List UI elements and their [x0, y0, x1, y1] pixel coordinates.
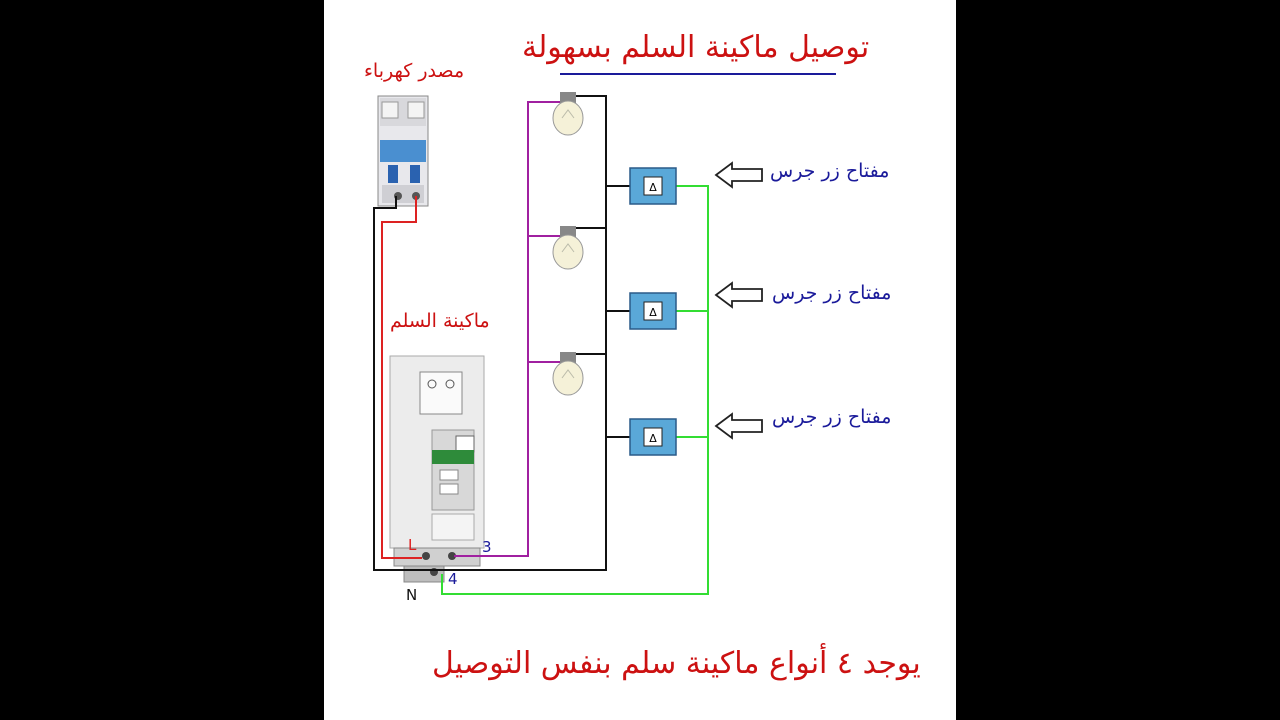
power-source-label: مصدر كهرباء — [364, 60, 465, 82]
bell-switch-2: Δ — [629, 292, 677, 330]
switch-symbol-3: Δ — [649, 432, 657, 445]
diagram-canvas: Δ Δ Δ توصيل ماكينة السلم بسهولة مصدر كهر… — [324, 0, 956, 720]
bell-switch-label-1: مفتاح زر جرس — [770, 160, 890, 182]
terminal-4-label: 4 — [448, 570, 458, 588]
staircase-timer-label: ماكينة السلم — [390, 310, 490, 332]
bell-switch-1: Δ — [629, 167, 677, 205]
terminal-3-label: 3 — [482, 538, 492, 556]
wire-red-live — [381, 196, 422, 559]
lamp-2 — [552, 226, 584, 270]
arrow-icon-2 — [714, 281, 763, 309]
bell-switch-label-2: مفتاح زر جرس — [772, 282, 892, 304]
bell-switch-label-3: مفتاح زر جرس — [772, 406, 892, 428]
wire-black-neutral — [373, 95, 607, 571]
arrow-icon-1 — [714, 161, 763, 189]
staircase-timer-image — [389, 355, 485, 583]
lamp-3 — [552, 352, 584, 396]
switch-symbol-1: Δ — [649, 181, 657, 194]
lamp-1 — [552, 92, 584, 136]
wiring-diagram: Δ Δ Δ — [373, 73, 836, 595]
wire-green-switches — [441, 185, 709, 595]
switch-symbol-2: Δ — [649, 306, 657, 319]
arrow-icon-3 — [714, 412, 763, 440]
bell-switch-3: Δ — [629, 418, 677, 456]
page-title: توصيل ماكينة السلم بسهولة — [522, 30, 870, 65]
terminal-n-label: N — [406, 586, 418, 604]
wire-purple-lamp — [454, 101, 560, 557]
wires — [373, 95, 709, 595]
terminal-l-label: L — [408, 536, 417, 554]
circuit-breaker-image — [377, 95, 429, 207]
footer-note: يوجد ٤ أنواع ماكينة سلم بنفس التوصيل — [432, 646, 921, 681]
